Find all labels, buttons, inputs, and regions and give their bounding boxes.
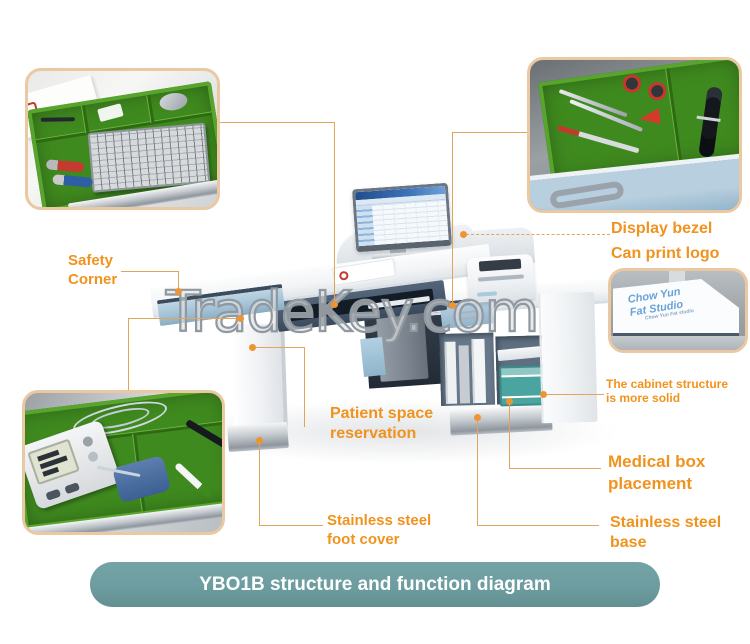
connector-base-v — [477, 420, 478, 525]
blue-marker — [52, 174, 93, 188]
label-line: Stainless steel — [327, 512, 432, 529]
label-line: foot cover — [327, 531, 400, 549]
label-line: placement — [608, 473, 693, 493]
logo-panel-face: Chow Yun Fat Studio Chow Yun Fat studio — [613, 279, 739, 339]
label-line: Patient space — [330, 405, 434, 422]
label-cabinet-structure: The cabinet structure is more solid — [606, 377, 729, 406]
label-display-bezel: Display bezel Can print logo — [611, 216, 719, 266]
name-card — [97, 103, 124, 123]
connector-keyboard-h — [218, 122, 334, 123]
label-line: The cabinet structure — [606, 377, 729, 391]
connector-patient-h — [255, 347, 304, 348]
bp-display-digits — [42, 466, 60, 477]
connector-keyboard-dot — [331, 301, 338, 308]
connector-tools-dot — [449, 302, 456, 309]
binder — [471, 338, 487, 404]
connector-bezel-h — [466, 234, 610, 235]
connector-safety-v — [178, 271, 179, 289]
bp-button — [64, 482, 81, 495]
monitor-table — [372, 199, 449, 245]
connector-tools-h — [452, 132, 527, 133]
connector-cabinet-h — [547, 394, 604, 395]
connector-safety-h — [121, 271, 178, 272]
connector-medbox-v — [509, 404, 510, 468]
title-banner: YBO1B structure and function diagram — [90, 562, 660, 607]
monitor — [351, 182, 453, 253]
gauge — [621, 73, 643, 94]
connector-medbox-h — [509, 468, 601, 469]
label-stainless-base: Stainless steel base — [610, 513, 721, 554]
connector-medbox-dot — [506, 398, 513, 405]
binder — [458, 345, 471, 404]
otoscope — [698, 86, 723, 158]
connector-cabinet-dot — [540, 391, 547, 398]
connector-foot-v — [259, 442, 260, 525]
medical-box-lid — [501, 367, 544, 378]
label-line: base — [610, 534, 647, 552]
bp-display — [27, 438, 80, 486]
cabinet-side-panel — [538, 291, 598, 424]
reflex-hammer-head — [639, 108, 661, 127]
bp-cuff — [111, 455, 172, 504]
label-line: Display bezel — [611, 220, 713, 237]
connector-bpdrawer-v — [128, 318, 129, 390]
printer-top-slot — [478, 258, 522, 272]
connector-bpdrawer-h — [128, 318, 238, 319]
connector-patient-v — [304, 347, 305, 427]
connector-foot-dot — [256, 437, 263, 444]
label-safety-corner: Safety Corner — [68, 251, 117, 289]
connector-base-dot — [474, 414, 481, 421]
logo-panel-inset: Chow Yun Fat Studio Chow Yun Fat studio — [608, 268, 748, 353]
tray-divider — [146, 94, 155, 124]
label-line: Medical box — [608, 452, 706, 471]
mouse — [158, 91, 189, 113]
label-line: Corner — [68, 271, 118, 289]
logo-text: Chow Yun Fat Studio Chow Yun Fat studio — [627, 284, 695, 325]
thermometer — [174, 462, 213, 499]
label-foot-cover: Stainless steel foot cover — [327, 511, 431, 549]
tray-divider — [80, 105, 90, 134]
keyboard — [87, 122, 211, 193]
connector-bezel-dot — [460, 231, 467, 238]
label-medical-box: Medical box placement — [608, 451, 705, 495]
label-patient-space: Patient space reservation — [330, 404, 433, 445]
keyboard-drawer-inset — [25, 68, 220, 210]
red-marker — [45, 159, 85, 173]
connector-patient-dot — [249, 344, 256, 351]
binder — [444, 341, 458, 404]
label-line: Safety — [68, 252, 114, 269]
label-line: is more solid — [606, 390, 681, 405]
title-banner-text: YBO1B structure and function diagram — [199, 573, 551, 595]
label-line: reservation — [330, 425, 417, 443]
connector-foot-h — [259, 525, 323, 526]
watermark-text: TradeKey.com — [165, 279, 540, 346]
bp-drawer-inset — [22, 390, 225, 535]
bp-button — [86, 450, 100, 464]
label-line: Stainless steel — [610, 514, 722, 531]
connector-keyboard-v — [334, 122, 335, 303]
connector-tools-v — [452, 132, 453, 303]
connector-bpdrawer-dot — [237, 315, 244, 322]
tools-drawer-inset — [527, 57, 742, 213]
connector-base-h — [477, 525, 599, 526]
logo-panel-base — [611, 336, 745, 350]
tray-divider — [665, 68, 683, 162]
instrument-red-handle — [557, 125, 640, 154]
bp-button — [81, 435, 95, 448]
bp-button — [45, 488, 62, 501]
label-line: Can print logo — [611, 245, 720, 262]
gauge — [647, 81, 668, 102]
drawer-handle — [548, 180, 625, 210]
connector-safety-dot — [175, 288, 182, 295]
pen — [40, 117, 75, 122]
instrument — [569, 99, 644, 132]
